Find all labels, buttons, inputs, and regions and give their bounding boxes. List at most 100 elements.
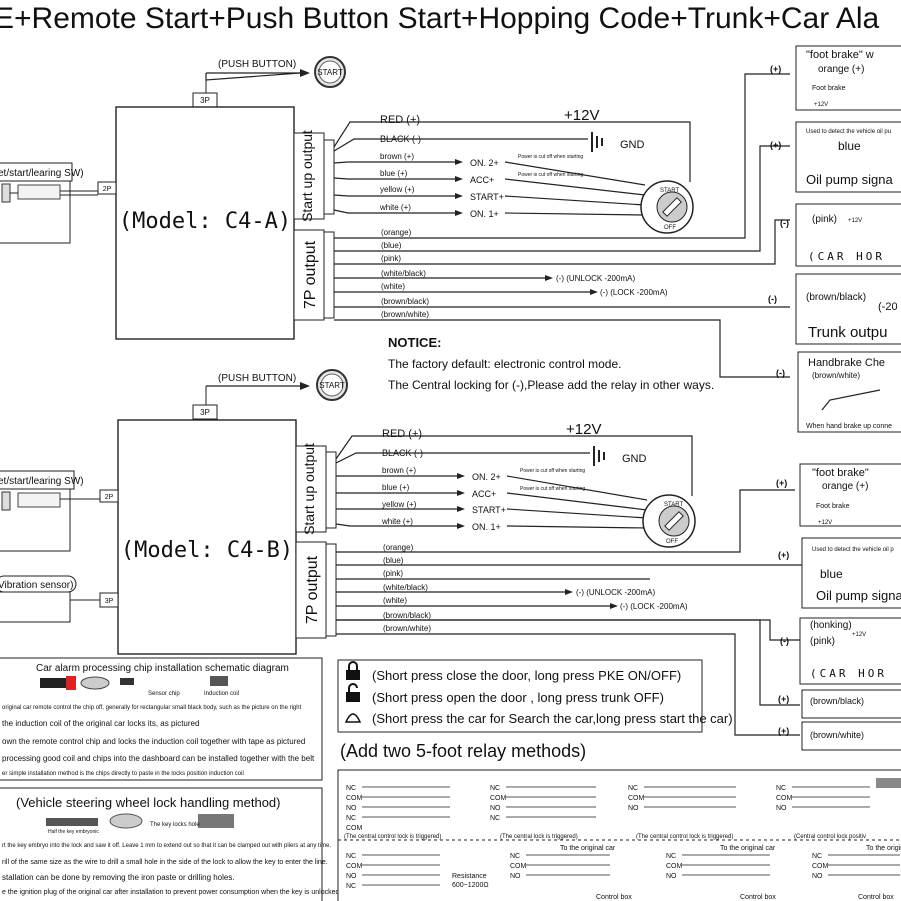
lock-b: (-) (LOCK -200mA) — [620, 602, 688, 611]
steering-title: (Vehicle steering wheel lock handling me… — [16, 795, 281, 810]
relay-orig-1: To the original car — [560, 845, 616, 852]
sevenp-a-3: (white/black) — [381, 269, 426, 278]
steering-line-4: e the ignition plug of the original car … — [2, 889, 341, 896]
model-label-b: (Model: C4-B) — [121, 538, 293, 563]
sevenp-b-6: (brown/white) — [383, 624, 431, 633]
relay-cbox-2: Control box — [740, 894, 776, 901]
wire-blue-b: blue (+) — [382, 483, 410, 492]
horn-12v-b: +12V — [852, 632, 866, 638]
key-start-a: START — [660, 188, 679, 194]
oil-signal-a: Oil pump signa — [806, 172, 893, 187]
foot-brake-orange-b: orange (+) — [822, 481, 868, 492]
term-acc-b: ACC+ — [472, 489, 496, 499]
wire-blue-a: blue (+) — [380, 169, 408, 178]
foot-brake-12v-a: +12V — [814, 102, 828, 108]
sevenp-wires-a: (orange) (blue) (pink) (white/black) (wh… — [334, 73, 790, 378]
push-button-label-b: (PUSH BUTTON) — [218, 373, 296, 384]
start-button-text-b: START — [319, 381, 345, 390]
handbrake-title: Handbrake Che — [808, 357, 885, 369]
relay-row-1: NC COM NO NC COM (The central control lo… — [344, 778, 901, 840]
horn-honking: (honking) — [810, 620, 852, 631]
polarity-8: (-) — [780, 636, 789, 646]
unlock-icon — [346, 683, 360, 702]
relay-2-no: NO — [490, 805, 501, 812]
polarity-1: (+) — [770, 64, 781, 74]
conn-2p-a: 2P — [103, 186, 112, 193]
chip-panel: Car alarm processing chip installation s… — [0, 657, 323, 781]
sevenp-a-6: (brown/white) — [381, 310, 429, 319]
relay-2-nc2: NC — [490, 815, 500, 822]
wire-brown-a: brown (+) — [380, 152, 414, 161]
start-button-text-a: START — [317, 68, 343, 77]
steering-tiny-2: The key locks hole — [150, 822, 200, 828]
relay-7-no: NO — [666, 873, 677, 880]
diagram-title: E+Remote Start+Push Button Start+Hopping… — [0, 2, 880, 35]
car-horn-a: (CAR HOR — [808, 250, 885, 263]
relay-5-com: COM — [346, 863, 363, 870]
relay-8-no: NO — [812, 873, 823, 880]
chip-line-1: original car remote control the chip off… — [2, 705, 302, 711]
gnd-a: GND — [620, 139, 645, 151]
relay-8-com: COM — [812, 863, 829, 870]
oil-blue-a: blue — [838, 139, 861, 153]
sevenp-a-4: (white) — [381, 282, 405, 291]
polarity-5: (-) — [776, 368, 785, 378]
relay-7-nc: NC — [666, 853, 676, 860]
startup-wires-a: brown (+) blue (+) yellow (+) white (+) … — [333, 152, 646, 219]
polarity-3: (-) — [780, 218, 789, 228]
sevenp-a-2: (pink) — [381, 254, 401, 263]
relay-6-com: COM — [510, 863, 527, 870]
relay-7-com: COM — [666, 863, 683, 870]
trunk-brown-black: (brown/black) — [806, 292, 866, 303]
cut-note-a1: Power is cut off when starting — [518, 154, 583, 160]
start-button-a: START — [314, 56, 346, 88]
sevenp-a-1: (blue) — [381, 241, 402, 250]
relay-ohm: 600~1200Ω — [452, 882, 489, 889]
term-on2-a: ON. 2+ — [470, 158, 499, 168]
relay-8-nc: NC — [812, 853, 822, 860]
term-on2-b: ON. 2+ — [472, 472, 501, 482]
relay-caption-2: (The central lock is triggered) — [500, 834, 578, 840]
chip-line-5: er simple installation method is the chi… — [2, 771, 244, 777]
relay-5-nc: NC — [346, 853, 356, 860]
relay-resistance: Resistance — [452, 873, 487, 880]
sevenp-b-4: (white) — [383, 596, 407, 605]
startup-tag-b: Start up output — [301, 443, 317, 535]
startup-tag-a: Start up output — [299, 130, 315, 222]
chip-label-coil: Induction coil — [204, 691, 239, 697]
foot-brake-12v-b: +12V — [818, 520, 832, 526]
term-on1-a: ON. 1+ — [470, 209, 499, 219]
polarity-7: (+) — [778, 550, 789, 560]
plus12-a: +12V — [564, 107, 599, 124]
ignition-key-a: START OFF — [640, 180, 694, 234]
legend-search: (Short press the car for Search the car,… — [372, 711, 733, 726]
conn-3p-a: 3P — [200, 96, 210, 105]
relay-4-com: COM — [776, 795, 793, 802]
relay-2-com: COM — [490, 795, 507, 802]
relay-1-nc: NC — [346, 785, 356, 792]
steering-tiny-1: Half the key embryonic — [48, 829, 99, 835]
polarity-10: (+) — [778, 726, 789, 736]
term-start-b: START+ — [472, 505, 506, 515]
chip-title: Car alarm processing chip installation s… — [36, 663, 289, 674]
legend-unlock: (Short press open the door , long press … — [372, 690, 664, 705]
key-off-a: OFF — [664, 225, 676, 231]
chip-line-4: processing good coil and chips into the … — [2, 754, 315, 763]
notice-block: NOTICE: The factory default: electronic … — [388, 335, 714, 392]
horn-pink-a: (pink) — [812, 214, 837, 225]
handbrake-note: When hand brake up conne — [806, 423, 892, 430]
polarity-4: (-) — [768, 294, 777, 304]
horn-12v-a: +12V — [848, 218, 862, 224]
legend-lock: (Short press close the door, long press … — [372, 668, 681, 683]
sevenp-a-0: (orange) — [381, 228, 412, 237]
foot-brake-small-a: Foot brake — [812, 85, 846, 92]
bell-icon — [344, 713, 362, 723]
oil-blue-b: blue — [820, 567, 843, 581]
relay-cbox-1: Control box — [596, 894, 632, 901]
push-button-label-a: (PUSH BUTTON) — [218, 59, 296, 70]
chip-line-3: own the remote control chip and locks th… — [2, 737, 305, 746]
trunk-ma: (-20 — [878, 301, 898, 313]
conn-3p-vib: 3P — [105, 598, 114, 605]
foot-brake-orange-a: orange (+) — [818, 64, 864, 75]
relay-orig-2: To the original car — [720, 845, 776, 852]
